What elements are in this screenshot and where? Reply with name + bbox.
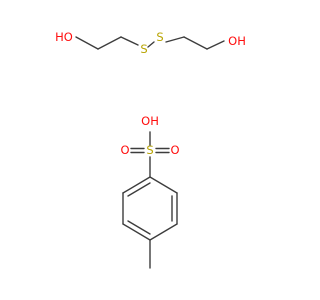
chemical-structure-diagram: HO S S OH OH O S O — [55, 30, 246, 269]
bond-c2-s1 — [120, 36, 139, 46]
oxygen-right-label: O — [170, 143, 179, 157]
ring-bond-1 — [149, 176, 178, 194]
ring-bond-6 — [122, 176, 151, 194]
sulfur-right-label: S — [156, 30, 163, 44]
bond-s1-s2 — [147, 41, 155, 48]
ring-inner-bond-3 — [127, 220, 151, 235]
bond-c4-oh — [206, 40, 225, 50]
ring-bond-3 — [149, 223, 178, 241]
ring-inner-bond-1 — [127, 182, 151, 197]
dithiodiethanol-molecule: HO S S OH — [55, 30, 246, 56]
bond-ho-c1 — [75, 36, 99, 50]
sulfur-left-label: S — [140, 42, 147, 56]
toluenesulfonic-acid-molecule: OH O S O — [120, 114, 180, 269]
hydroxyl-left-label: HO — [55, 30, 73, 44]
bond-c3-c4 — [183, 36, 208, 50]
sulfur-label: S — [146, 143, 153, 157]
oxygen-left-label: O — [120, 143, 129, 157]
bond-c1-c2 — [97, 36, 122, 50]
hydroxyl-right-label: OH — [228, 34, 246, 48]
hydroxyl-label: OH — [141, 114, 159, 128]
ring-bond-4 — [122, 223, 151, 241]
bond-s2-c3 — [165, 36, 185, 43]
